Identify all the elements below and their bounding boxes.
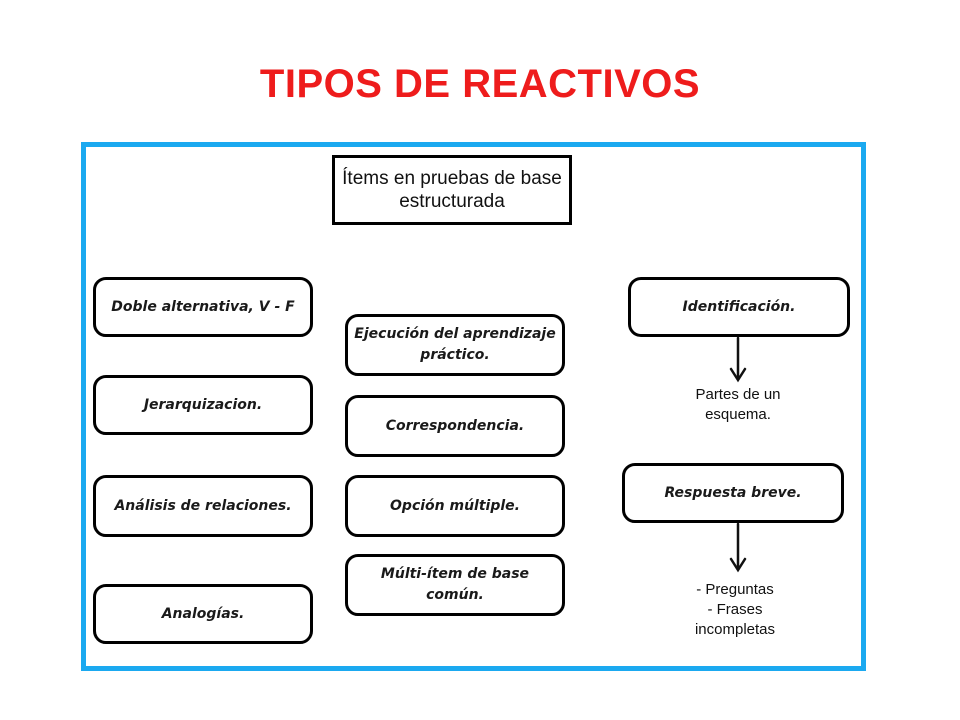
node-opcion-multiple: Opción múltiple. — [345, 475, 565, 537]
node-analisis-relaciones: Análisis de relaciones. — [93, 475, 313, 537]
node-identificacion: Identificación. — [628, 277, 850, 337]
header-box: Ítems en pruebas de base estructurada — [332, 155, 572, 225]
node-analogias: Analogías. — [93, 584, 313, 644]
note-line-frases: - Frases — [707, 601, 763, 618]
arrow-identificacion-head — [729, 367, 747, 383]
note-line-incompletas: incompletas — [694, 621, 776, 638]
note-partes-esquema: Partes de un esquema. — [695, 386, 781, 423]
node-correspondencia: Correspondencia. — [345, 395, 565, 457]
node-multi-item: Múlti-ítem de base común. — [345, 554, 565, 616]
arrow-respuesta-head — [729, 557, 747, 573]
note-preguntas-frases: - Preguntas - Frases incompletas — [660, 580, 810, 640]
node-doble-alternativa: Doble alternativa, V - F — [93, 277, 313, 337]
slide-title: TIPOS DE REACTIVOS — [259, 62, 701, 106]
node-jerarquizacion: Jerarquizacion. — [93, 375, 313, 435]
node-respuesta-breve: Respuesta breve. — [622, 463, 844, 523]
note-line-preguntas: - Preguntas — [696, 581, 774, 598]
node-ejecucion-aprendizaje: Ejecución del aprendizaje práctico. — [345, 314, 565, 376]
